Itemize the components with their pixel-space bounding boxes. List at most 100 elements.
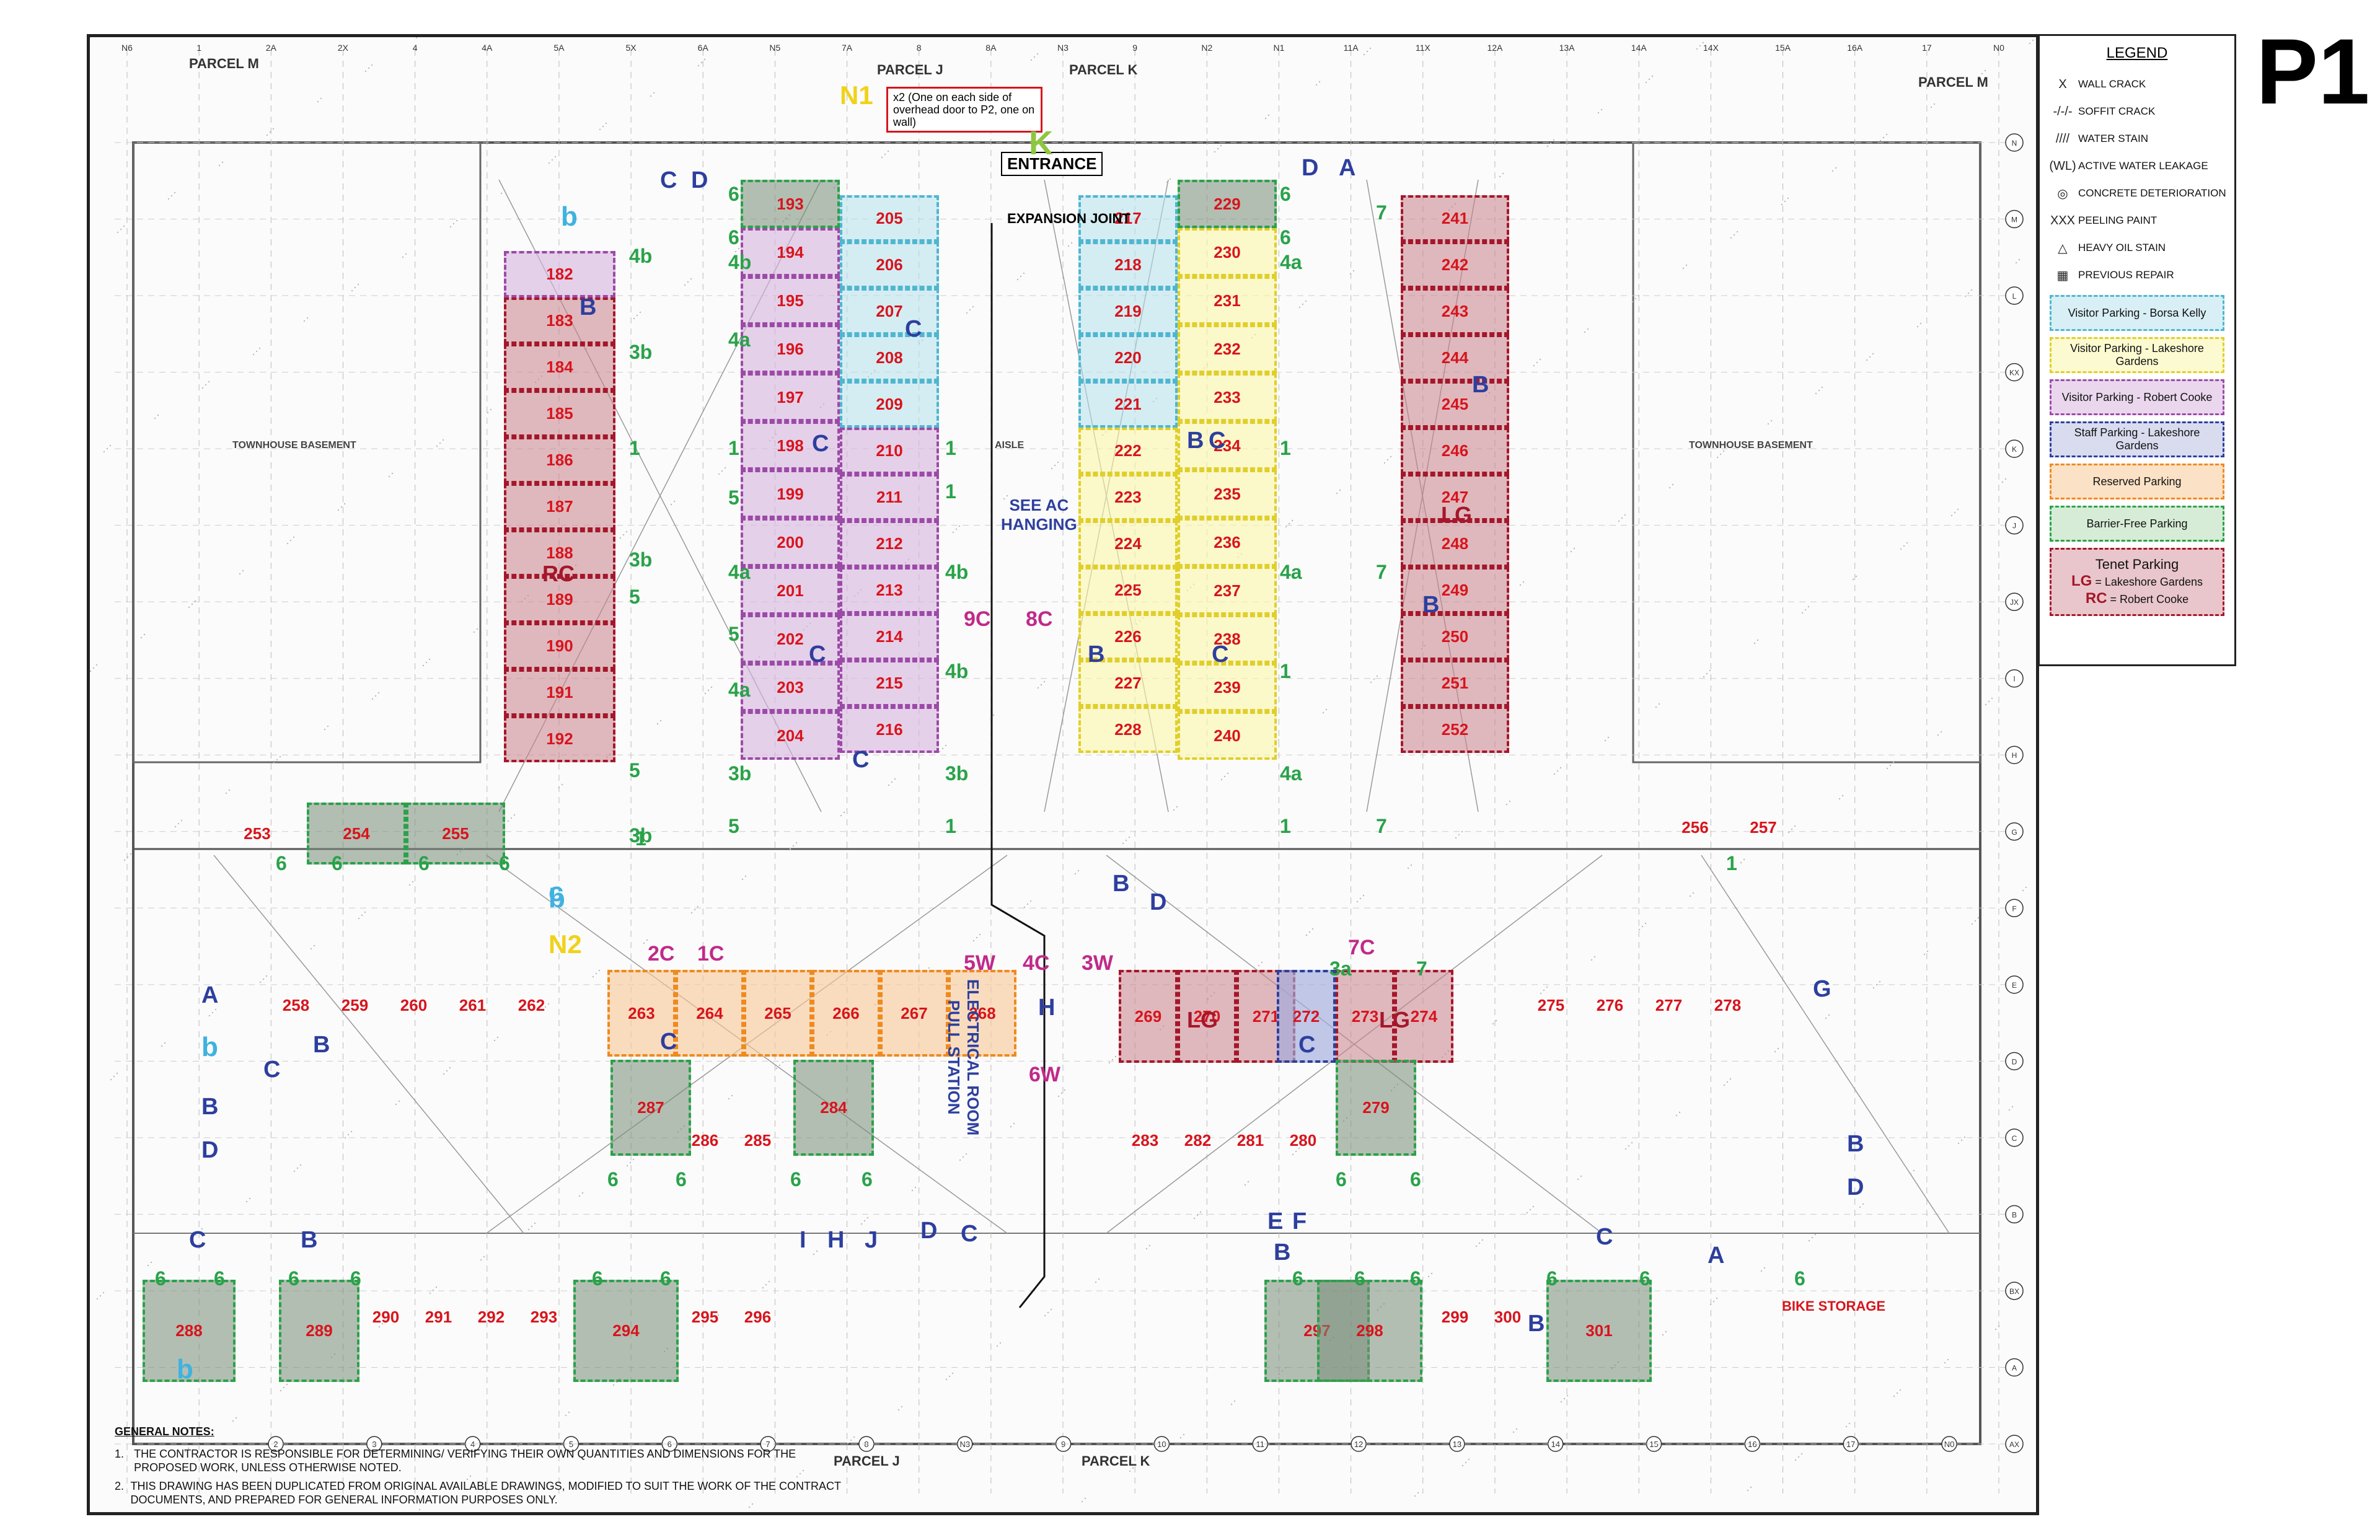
speckle	[1926, 950, 1929, 953]
stall-number: 210	[876, 441, 903, 460]
speckle	[1848, 1422, 1851, 1425]
stall-number: 270	[1193, 1006, 1221, 1026]
barrier-tag: 4b	[728, 251, 752, 273]
stall-number: 218	[1114, 255, 1142, 274]
barrier-tag: 6	[592, 1267, 603, 1290]
speckle	[320, 97, 322, 100]
speckle	[1373, 678, 1375, 680]
speckle	[1954, 511, 1956, 514]
barrier-tag: 3b	[629, 548, 653, 571]
speckle	[517, 1445, 519, 1447]
speckle	[1963, 1136, 1966, 1138]
parking-stall-294: 294	[573, 1280, 679, 1382]
marker-2c: 2C	[648, 942, 675, 966]
speckle	[436, 445, 438, 447]
speckle	[547, 1003, 550, 1005]
legend-symbol-row: (WL)ACTIVE WATER LEAKAGE	[2047, 152, 2227, 180]
barrier-tag: 4b	[629, 245, 653, 267]
parking-stall-295: 295	[679, 1286, 731, 1348]
barrier-tag: 6	[1280, 183, 1291, 205]
grid-label-right: C	[2012, 1134, 2017, 1143]
speckle	[1495, 1019, 1497, 1022]
speckle	[1315, 84, 1318, 86]
speckle	[327, 725, 329, 728]
speckle	[1135, 1464, 1137, 1466]
grid-bubble-right	[2005, 363, 2024, 382]
legend-zone-swatch: Reserved Parking	[2050, 464, 2224, 499]
speckle	[1985, 703, 1987, 706]
speckle	[143, 633, 146, 636]
parking-stall-296: 296	[731, 1286, 784, 1348]
speckle	[999, 1342, 1002, 1344]
speckle	[208, 1014, 211, 1017]
stall-number: 248	[1441, 534, 1469, 553]
parking-stall-236: 236	[1178, 518, 1277, 566]
speckle	[1084, 1497, 1086, 1500]
legend-symbol-row: ////WATER STAIN	[2047, 125, 2227, 152]
speckle	[303, 320, 306, 322]
stall-number: 292	[477, 1307, 505, 1326]
stall-number: 236	[1214, 532, 1241, 552]
speckle	[1913, 1169, 1915, 1172]
speckle	[1499, 175, 1501, 178]
zone-letter-d: D	[201, 1137, 219, 1163]
stall-number: 241	[1441, 209, 1469, 227]
speckle	[612, 1384, 615, 1386]
grid-label-bottom: 5	[569, 1440, 573, 1449]
speckle	[1743, 858, 1745, 861]
zone-letter-b: B	[580, 294, 597, 320]
speckle	[1641, 925, 1644, 928]
grid-label-top: 17	[1922, 43, 1932, 53]
speckle	[1176, 806, 1178, 808]
speckle	[1787, 831, 1790, 834]
parking-stall-277: 277	[1639, 979, 1698, 1032]
marker-5w: 5W	[964, 951, 995, 975]
speckle	[96, 1298, 99, 1300]
speckle	[452, 222, 455, 225]
grid-label-right: J	[2012, 522, 2016, 530]
parking-stall-272: 272	[1277, 970, 1336, 1063]
barrier-tag: 1	[945, 480, 956, 503]
stall-number: 197	[777, 387, 804, 407]
speckle	[1689, 895, 1691, 897]
stall-number: 239	[1214, 677, 1241, 697]
speckle	[1125, 839, 1127, 842]
speckle	[154, 417, 156, 420]
speckle	[1804, 609, 1807, 611]
parking-stall-222: 222	[1078, 428, 1178, 474]
speckle	[1577, 1178, 1579, 1181]
speckle	[350, 1130, 353, 1133]
stall-number: 208	[876, 348, 903, 367]
speckle	[1889, 764, 1892, 767]
speckle	[1978, 76, 1980, 78]
tenant-rc-text: = Robert Cooke	[2110, 593, 2189, 605]
speckle	[1111, 1058, 1114, 1061]
parking-stall-216: 216	[840, 706, 939, 753]
stall-number: 301	[1585, 1321, 1613, 1340]
speckle	[724, 467, 726, 469]
parking-stall-254: 254	[307, 803, 406, 865]
overhead-door-callout: x2 (One on each side of overhead door to…	[886, 87, 1042, 133]
speckle	[1026, 903, 1029, 905]
speckle	[1336, 492, 1338, 495]
speckle	[1937, 734, 1939, 736]
grid-label-right: F	[2012, 904, 2016, 913]
speckle	[191, 603, 193, 605]
speckle	[259, 981, 262, 983]
parking-stall-234: 234	[1178, 421, 1277, 470]
speckle	[1043, 680, 1046, 683]
speckle	[1662, 1334, 1664, 1336]
speckle	[866, 1217, 869, 1219]
parking-stall-217: 217	[1078, 195, 1178, 242]
speckle	[245, 1200, 248, 1203]
see-ac-label: SEE AC HANGING	[1001, 496, 1077, 534]
legend-symbol-row: -/-/-SOFFIT CRACK	[2047, 98, 2227, 125]
grid-label-right: D	[2012, 1057, 2017, 1066]
speckle	[208, 381, 210, 383]
speckle	[1787, 197, 1789, 200]
speckle	[1716, 456, 1719, 459]
barrier-tag: 6	[607, 1168, 619, 1190]
expansion-joint-line	[990, 223, 1046, 1308]
speckle	[1971, 923, 1973, 925]
grid-label-top: N2	[1201, 43, 1212, 53]
